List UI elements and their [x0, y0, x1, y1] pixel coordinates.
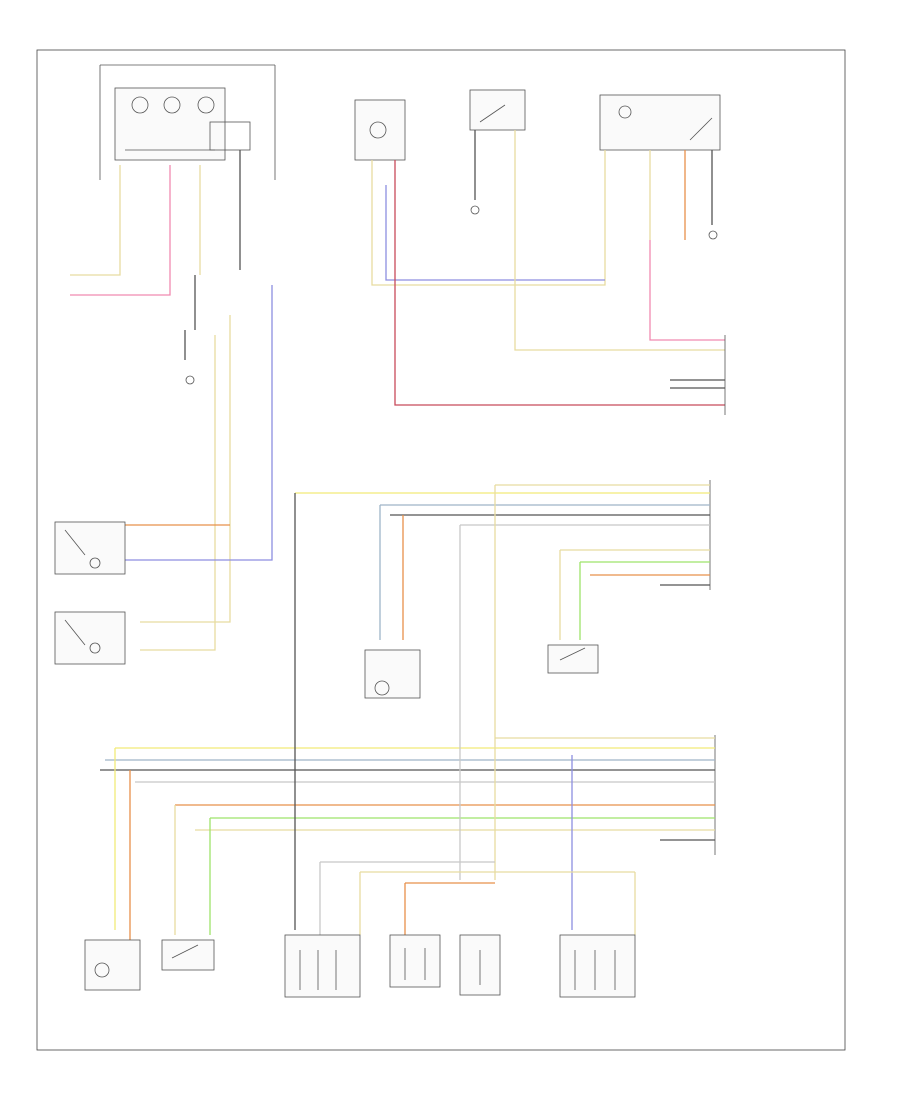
passenger-door-connector	[295, 480, 711, 590]
lamp-symbols	[185, 205, 718, 385]
passenger-window-switch	[284, 934, 361, 998]
right-rear-switch	[547, 550, 599, 674]
instrument-cluster	[99, 64, 276, 180]
driver-window-switch	[559, 934, 636, 998]
glove-box-switch	[469, 89, 526, 131]
left-front-door-switch	[54, 521, 126, 575]
diagram-border	[36, 49, 846, 1051]
bottom-wiring	[114, 748, 636, 940]
trunk-switch	[459, 934, 501, 996]
right-rear-lock	[364, 505, 421, 699]
vertical-feeds	[294, 485, 573, 930]
left-rear-lock-motor	[84, 939, 141, 991]
center-switch	[389, 934, 441, 988]
trunk-lamp	[354, 99, 406, 161]
courtesy-switch	[599, 94, 721, 151]
middle-left-wiring	[125, 285, 273, 651]
top-wiring	[70, 130, 725, 406]
right-front-door-switch	[54, 611, 126, 665]
driver-door-connector	[100, 735, 716, 855]
left-rear-switch	[161, 939, 215, 971]
